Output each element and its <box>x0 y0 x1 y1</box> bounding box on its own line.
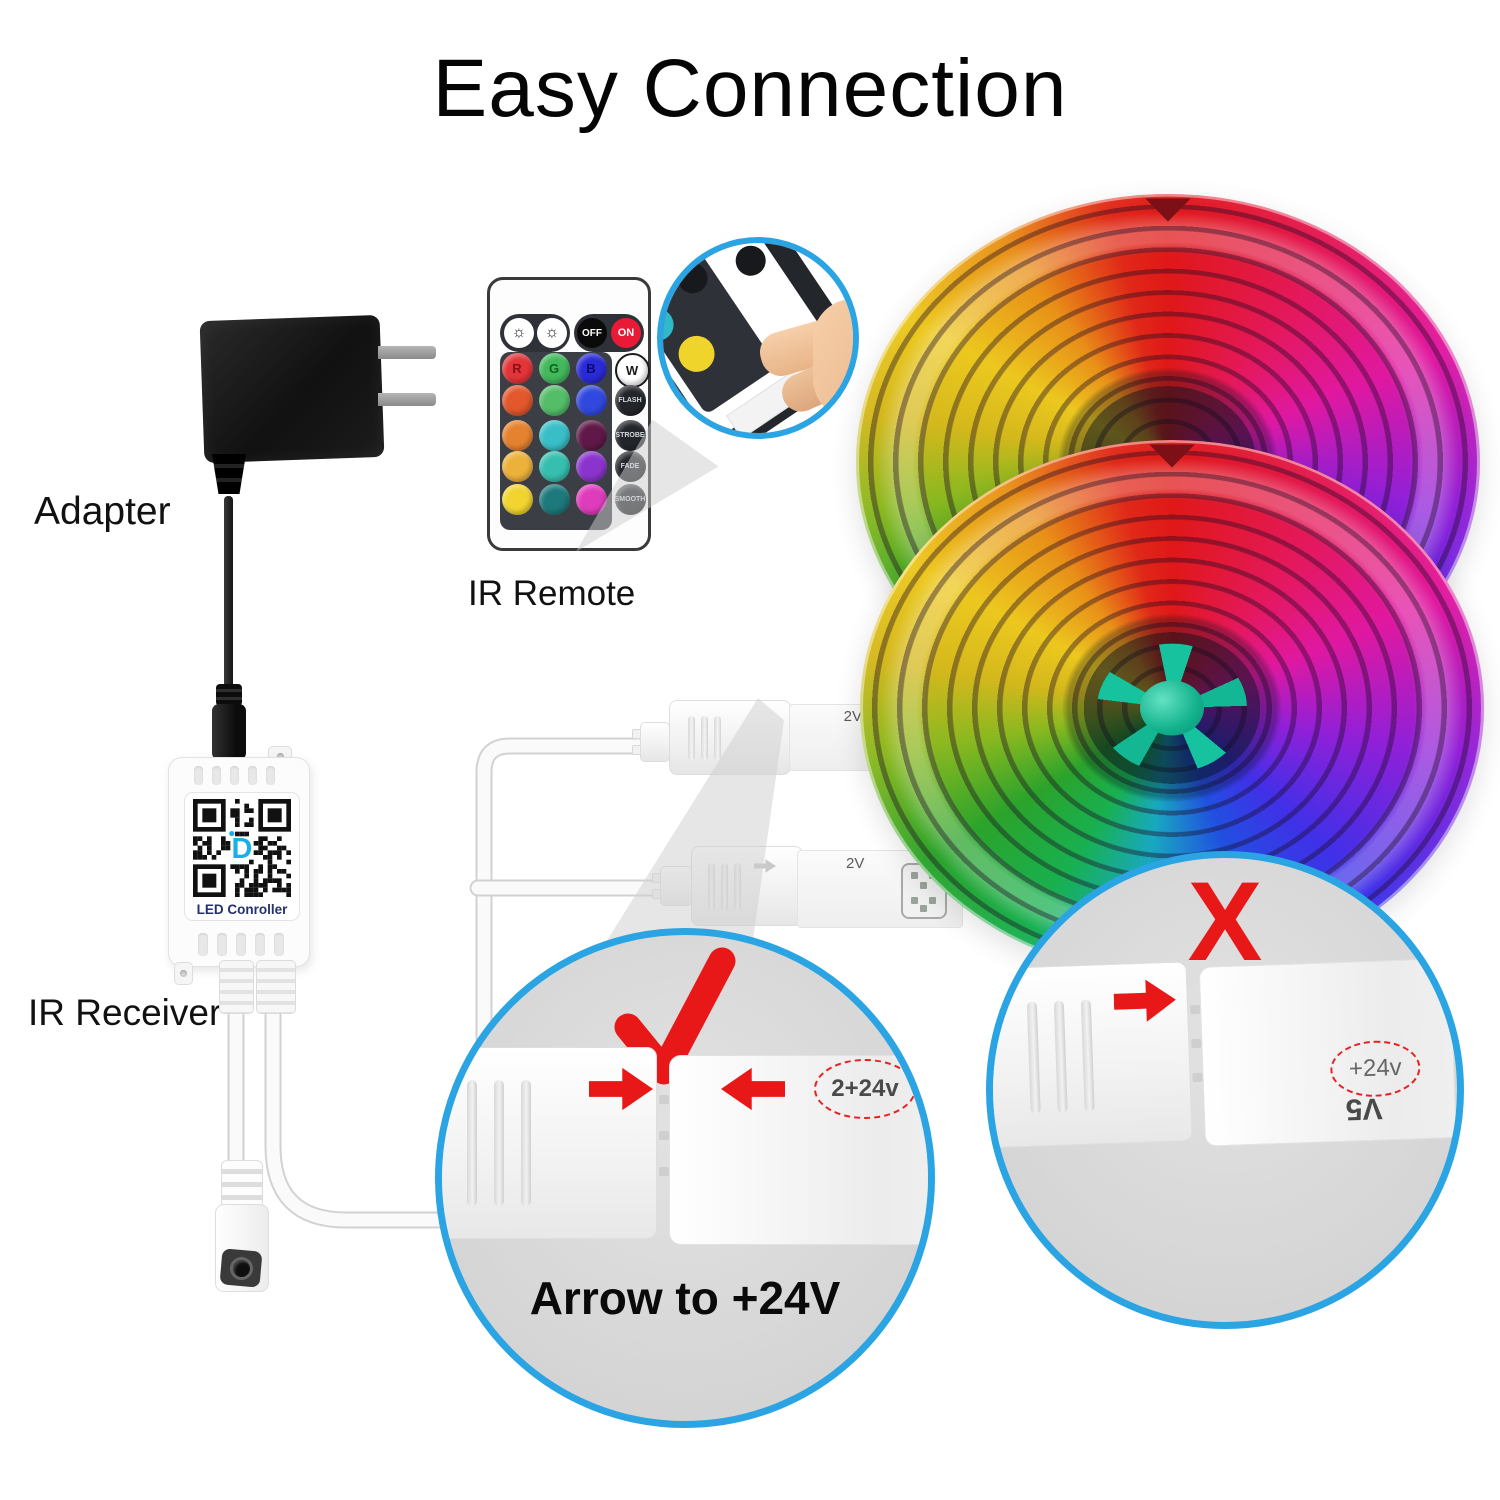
dc-female-jack <box>219 1248 263 1288</box>
on-button: ON <box>611 318 641 348</box>
remote-button <box>501 384 533 416</box>
controller-pigtail <box>219 960 254 1014</box>
remote-button <box>575 419 607 451</box>
reel-notch <box>1145 198 1191 222</box>
strip-right-half <box>1198 958 1457 1147</box>
remote-button-g: G <box>538 352 570 384</box>
controller-bottom-vents <box>198 933 284 956</box>
strip-voltage-label: 2V <box>846 855 865 872</box>
ir-remote-label: IR Remote <box>468 574 636 613</box>
off-button: OFF <box>577 318 607 348</box>
led-strip-end: 2V <box>789 704 873 771</box>
correct-connection-callout: 2+24v Arrow to +24V <box>435 928 935 1428</box>
x-icon: X <box>1187 859 1263 984</box>
upside-down-label: V5 <box>1345 1091 1384 1126</box>
ir-remote: ☼ ☼ OFF ON RGBWFLASHSTROBEFADESMOOTH <box>487 277 651 551</box>
dc-female-ribs <box>221 1160 263 1208</box>
remote-button-w: W <box>614 352 650 388</box>
controller-caption: LED Conroller <box>196 902 288 917</box>
remote-button <box>501 450 533 482</box>
remote-button <box>538 483 570 515</box>
remote-button <box>501 419 533 451</box>
wrong-band: +24v V5 <box>993 858 1457 1322</box>
controller-pigtail <box>256 960 296 1014</box>
voltage-tag-ellipse: 2+24v <box>814 1059 916 1119</box>
controller-qr-label: D LED Conroller <box>184 792 300 921</box>
adapter-prong <box>378 393 436 406</box>
strip-voltage-label: 2V <box>843 708 862 725</box>
remote-button <box>501 483 533 515</box>
led-strip-reel-front <box>860 439 1484 977</box>
reel-notch <box>1149 444 1195 468</box>
remote-button-b: B <box>575 352 607 384</box>
remote-battery-tab-inset <box>657 237 859 439</box>
adapter-body <box>199 314 385 464</box>
dc-plug-ribs <box>216 684 242 706</box>
remote-dim-pill: ☼ ☼ <box>500 314 570 352</box>
adapter-prong <box>378 346 436 359</box>
adapter-strain-relief <box>212 454 246 500</box>
brightness-down-button: ☼ <box>537 318 567 348</box>
adapter-label: Adapter <box>34 490 171 533</box>
remote-button <box>538 419 570 451</box>
connector-left-half <box>993 961 1193 1149</box>
svg-text:D: D <box>232 833 253 865</box>
remote-power-pill: OFF ON <box>574 314 644 352</box>
remote-button <box>575 384 607 416</box>
page-title: Easy Connection <box>432 43 1068 134</box>
wrong-connection-callout: X +24v V5 <box>986 851 1464 1329</box>
controller-hang-tab <box>174 962 193 985</box>
qr-code: D <box>193 799 291 897</box>
correct-caption: Arrow to +24V <box>529 1272 841 1324</box>
four-pin-plug <box>640 722 670 762</box>
remote-button <box>538 450 570 482</box>
ir-receiver-label: IR Receiver <box>28 992 222 1033</box>
remote-button-flash: FLASH <box>614 384 646 416</box>
reel-hub <box>1097 643 1247 773</box>
brightness-up-button: ☼ <box>504 318 534 348</box>
adapter-cord <box>224 496 233 690</box>
remote-button <box>538 384 570 416</box>
voltage-tag: +24v <box>1348 1053 1403 1083</box>
dc-plug <box>212 704 246 760</box>
remote-button-r: R <box>501 352 533 384</box>
remote-button <box>575 450 607 482</box>
controller-top-vents <box>194 766 275 785</box>
voltage-tag: 2+24v <box>831 1075 899 1102</box>
